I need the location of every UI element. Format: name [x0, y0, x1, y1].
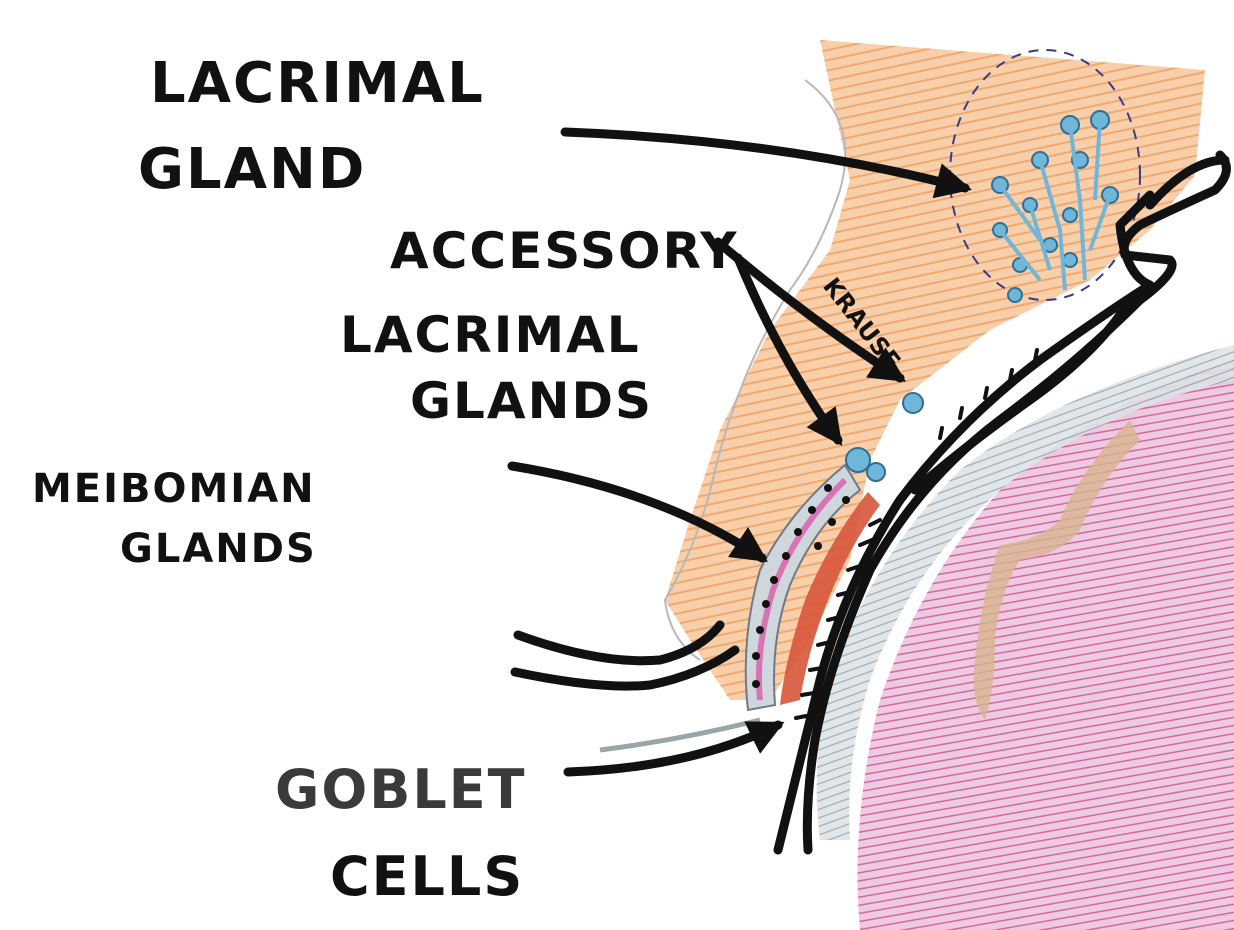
label-accessory-line3: GLANDS	[410, 372, 653, 430]
arrow-meibomian-glands	[507, 461, 768, 563]
goblet-cell-ticks	[794, 348, 1039, 720]
extraocular-muscle	[973, 420, 1140, 720]
accessory-lacrimal-glands-shape	[845, 392, 924, 482]
label-lacrimal-gland-line1: LACRIMAL	[150, 51, 485, 116]
meibomian-band	[744, 463, 862, 712]
label-lacrimal-gland-line2: GLAND	[138, 137, 366, 202]
label-goblet-line2: CELLS	[330, 845, 524, 908]
palpebral-conjunctiva-line	[910, 295, 1135, 495]
eyelid-line-lower	[510, 645, 740, 691]
arrow-accessory-to-wolfring	[733, 253, 843, 446]
label-goblet-line1: GOBLET	[275, 758, 527, 821]
lower-skin-grey	[599, 717, 761, 753]
arrow-goblet-cells	[563, 720, 785, 777]
eyeball	[857, 360, 1234, 930]
fornix-loop	[1145, 155, 1230, 210]
arrow-lacrimal-gland	[560, 127, 972, 199]
skin-outline	[663, 79, 847, 661]
label-meibomian-line2: GLANDS	[120, 526, 317, 572]
label-accessory-line2: LACRIMAL	[340, 306, 641, 364]
sclera-band	[816, 345, 1234, 840]
meibomian-dots	[752, 484, 850, 688]
eyelid-line-upper	[513, 620, 725, 666]
conjunctiva-inner-line	[773, 190, 1155, 855]
label-meibomian-line1: MEIBOMIAN	[32, 466, 316, 512]
label-accessory-line1: ACCESSORY	[390, 222, 739, 280]
meibomian-pink-line	[755, 477, 848, 701]
conjunctiva-red-band	[780, 492, 880, 705]
lacrimal-gland-ducts	[998, 119, 1112, 291]
